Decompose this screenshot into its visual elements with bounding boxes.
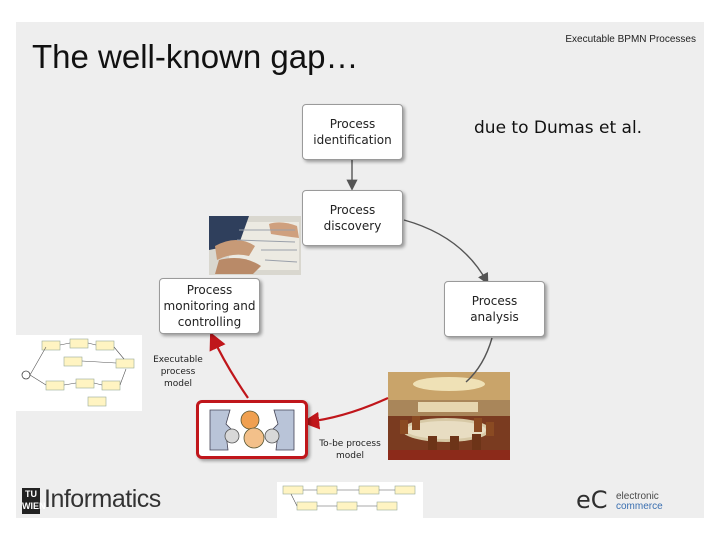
- slide-header: Executable BPMN Processes: [565, 34, 696, 45]
- ec-logo-text: electronic commerce: [616, 492, 663, 512]
- ec-logo: eC: [576, 486, 686, 512]
- label-executable-process-model: Executable process model: [153, 355, 203, 389]
- attribution-text: due to Dumas et al.: [474, 118, 643, 138]
- node-process-identification-label: Process identification: [313, 117, 392, 147]
- node-process-identification: Process identification: [302, 104, 403, 160]
- informatics-logo: Informatics: [44, 485, 161, 513]
- faces-icon: [209, 409, 295, 450]
- slide-title: The well-known gap…: [32, 38, 359, 75]
- ec-logo-line2: commerce: [616, 501, 663, 512]
- conference-room-photo: [388, 372, 510, 460]
- discovery-photo: [209, 216, 301, 275]
- bpmn-model-thumbnail-bottom: [277, 482, 423, 518]
- tu-wien-logo: TU WIEN: [22, 488, 46, 514]
- label-to-be-process-model: To-be process model: [319, 439, 381, 461]
- node-process-discovery: Process discovery: [302, 190, 403, 246]
- svg-text:eC: eC: [576, 486, 608, 512]
- ec-logo-line1: electronic: [616, 491, 659, 502]
- node-process-analysis-label: Process analysis: [470, 294, 519, 324]
- bpmn-model-thumbnail-left: [16, 335, 142, 411]
- node-process-analysis: Process analysis: [444, 281, 545, 337]
- node-process-implementation-highlight: [196, 400, 308, 459]
- node-process-discovery-label: Process discovery: [323, 203, 382, 233]
- node-process-monitoring-label: Process monitoring and controlling: [163, 283, 256, 329]
- ec-logo-mark: eC: [576, 486, 608, 512]
- node-process-monitoring: Process monitoring and controlling: [159, 278, 260, 334]
